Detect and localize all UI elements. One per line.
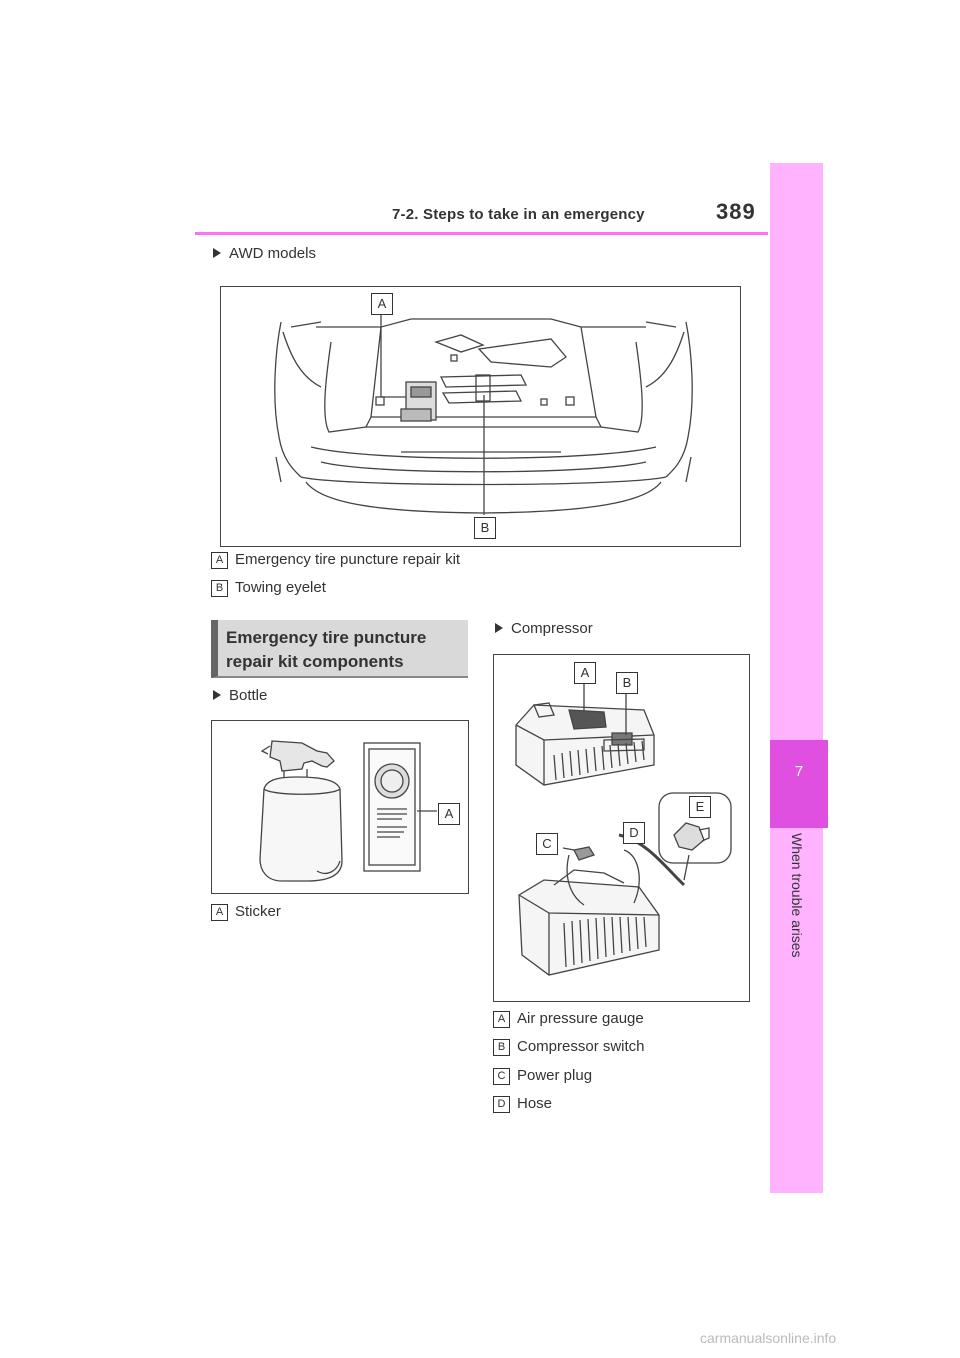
figure-label-c: C xyxy=(536,833,558,855)
figure-label-a: A xyxy=(371,293,393,315)
bottle-bullet: Bottle xyxy=(213,687,267,704)
callout-towing-eyelet: B Towing eyelet xyxy=(211,578,326,598)
callout-air-pressure-gauge: A Air pressure gauge xyxy=(493,1009,644,1029)
callout-key: A xyxy=(211,904,228,921)
figure-label-b: B xyxy=(616,672,638,694)
awd-models-bullet: AWD models xyxy=(213,245,316,262)
callout-power-plug: C Power plug xyxy=(493,1066,592,1086)
callout-key: A xyxy=(493,1011,510,1028)
callout-key: B xyxy=(211,580,228,597)
bullet-triangle-icon xyxy=(213,248,221,258)
callout-key: B xyxy=(493,1039,510,1056)
car-rear-illustration xyxy=(274,311,693,515)
bottle-label: Bottle xyxy=(229,687,268,704)
page-number: 389 xyxy=(716,199,756,224)
compressor-figure: A B C D E xyxy=(493,654,750,1002)
callout-hose: D Hose xyxy=(493,1094,552,1114)
bullet-triangle-icon xyxy=(213,690,221,700)
chapter-side-tab xyxy=(770,163,823,1193)
compressor-illustration xyxy=(515,682,732,976)
bottle-figure: A xyxy=(211,720,469,894)
figure-label-d: D xyxy=(623,822,645,844)
awd-cargo-figure: A B xyxy=(220,286,741,547)
callout-text: Emergency tire puncture repair kit xyxy=(235,551,461,568)
figure-label-a: A xyxy=(574,662,596,684)
chapter-number: 7 xyxy=(794,763,804,780)
chapter-tab-active[interactable] xyxy=(770,740,828,828)
compressor-label: Compressor xyxy=(511,620,593,637)
header-title: 7-2. Steps to take in an emergency xyxy=(392,206,645,223)
compressor-bullet: Compressor xyxy=(495,620,593,637)
section-heading-line2: repair kit components xyxy=(226,652,404,671)
bullet-triangle-icon xyxy=(495,623,503,633)
header-divider xyxy=(195,232,768,235)
callout-key: D xyxy=(493,1096,510,1113)
callout-key: C xyxy=(493,1068,510,1085)
callout-repair-kit: A Emergency tire puncture repair kit xyxy=(211,550,460,570)
callout-text: Sticker xyxy=(235,903,281,920)
section-heading-line1: Emergency tire puncture xyxy=(226,628,427,647)
figure-label-e: E xyxy=(689,796,711,818)
callout-sticker: A Sticker xyxy=(211,902,281,922)
callout-text: Compressor switch xyxy=(517,1038,645,1055)
callout-text: Air pressure gauge xyxy=(517,1010,644,1027)
callout-text: Towing eyelet xyxy=(235,579,326,596)
callout-text: Hose xyxy=(517,1095,553,1112)
bottle-illustration xyxy=(259,740,437,882)
section-heading: Emergency tire puncture repair kit compo… xyxy=(211,620,468,678)
watermark: carmanualsonline.info xyxy=(700,1330,837,1346)
chapter-title-vertical: When trouble arises xyxy=(787,833,807,963)
callout-compressor-switch: B Compressor switch xyxy=(493,1037,645,1057)
figure-label-a: A xyxy=(438,803,460,825)
callout-text: Power plug xyxy=(517,1067,593,1084)
chapter-title: When trouble arises xyxy=(789,833,805,958)
figure-label-b: B xyxy=(474,517,496,539)
callout-key: A xyxy=(211,552,228,569)
awd-models-label: AWD models xyxy=(229,245,316,262)
